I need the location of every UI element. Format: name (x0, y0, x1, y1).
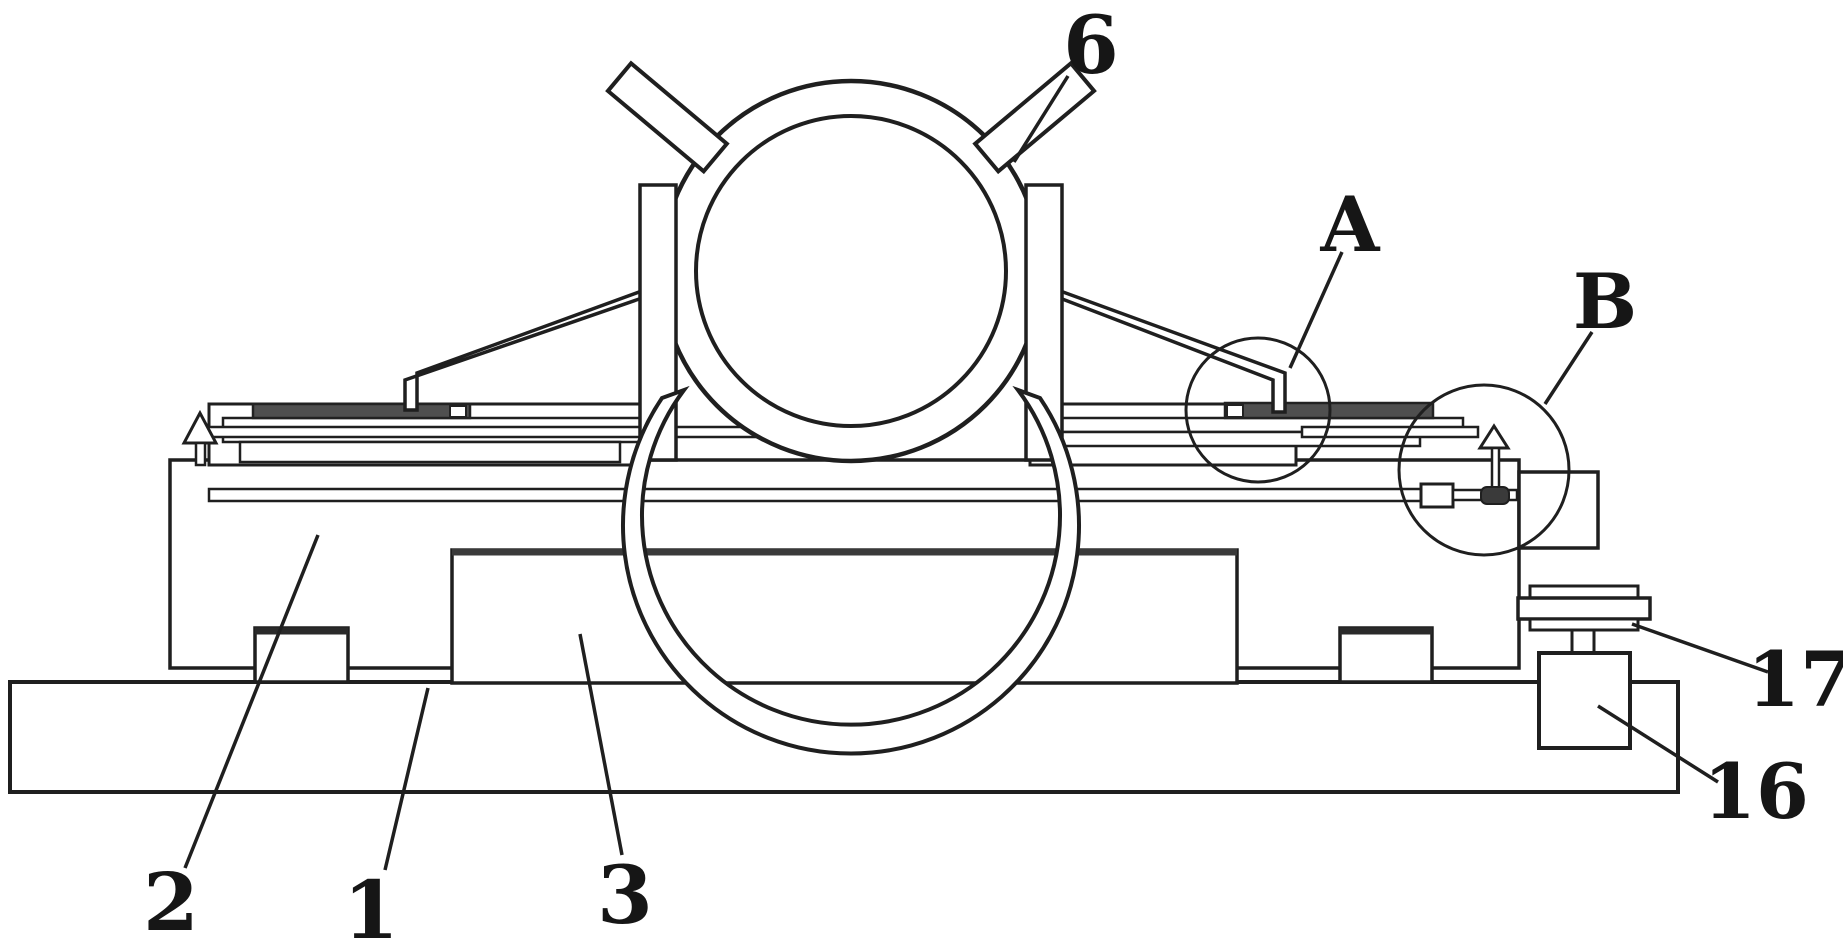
slide-stack-right (1028, 401, 1480, 467)
slide-rail-left-lower (238, 440, 622, 464)
leader-16 (1597, 704, 1719, 784)
label-part-17: 17 (1747, 635, 1843, 724)
leader-b (1543, 331, 1594, 405)
upper-rod-left (193, 425, 772, 439)
label-part-3: 3 (597, 848, 653, 942)
handwheel-stem (1570, 628, 1596, 655)
screw-foot (1480, 486, 1510, 505)
clamp-tab-right (972, 60, 1097, 175)
side-bracket-plate (1517, 470, 1600, 550)
lower-rod (207, 487, 1423, 503)
ring-inner (694, 114, 1008, 428)
handwheel-assembly (1516, 584, 1652, 655)
detail-circle-b (1397, 383, 1571, 557)
screw-stem (1490, 446, 1501, 490)
leader-6 (1012, 75, 1070, 163)
lower-rod-assembly (207, 423, 1519, 509)
detail-circle-a (1184, 336, 1332, 484)
center-box (450, 548, 1239, 685)
foot-right (1338, 626, 1434, 684)
screw-arrowhead-icon (1477, 423, 1511, 450)
slide-dark-bar-left (251, 402, 472, 420)
label-part-6: 6 (1063, 0, 1119, 92)
clamp-band (621, 385, 1081, 756)
leader-1 (383, 687, 430, 871)
slide-stack-left (181, 402, 772, 467)
leader-3 (578, 633, 624, 856)
rod-end-block (1419, 482, 1455, 509)
dark-bar-notch-right (1226, 404, 1244, 418)
strut-right (1048, 284, 1287, 414)
upper-rod-right (1300, 425, 1480, 439)
label-detail-a: A (1320, 180, 1381, 269)
label-part-16: 16 (1703, 747, 1809, 836)
label-part-1: 1 (343, 863, 399, 943)
handwheel-mid-plate (1516, 596, 1652, 621)
leader-17 (1631, 622, 1769, 674)
motor-box (1537, 651, 1632, 750)
handwheel-bottom-plate (1528, 617, 1640, 632)
clamp-tab-left (605, 60, 730, 175)
leader-2 (183, 534, 320, 869)
leader-lines (183, 75, 1769, 871)
label-part-2: 2 (143, 855, 199, 943)
handwheel-top-plate (1528, 584, 1640, 600)
left-screw-stem (194, 441, 207, 467)
dark-bar-notch-left (449, 405, 467, 418)
strut-left (403, 284, 654, 412)
leader-a (1288, 251, 1344, 369)
label-detail-b: B (1573, 257, 1637, 346)
